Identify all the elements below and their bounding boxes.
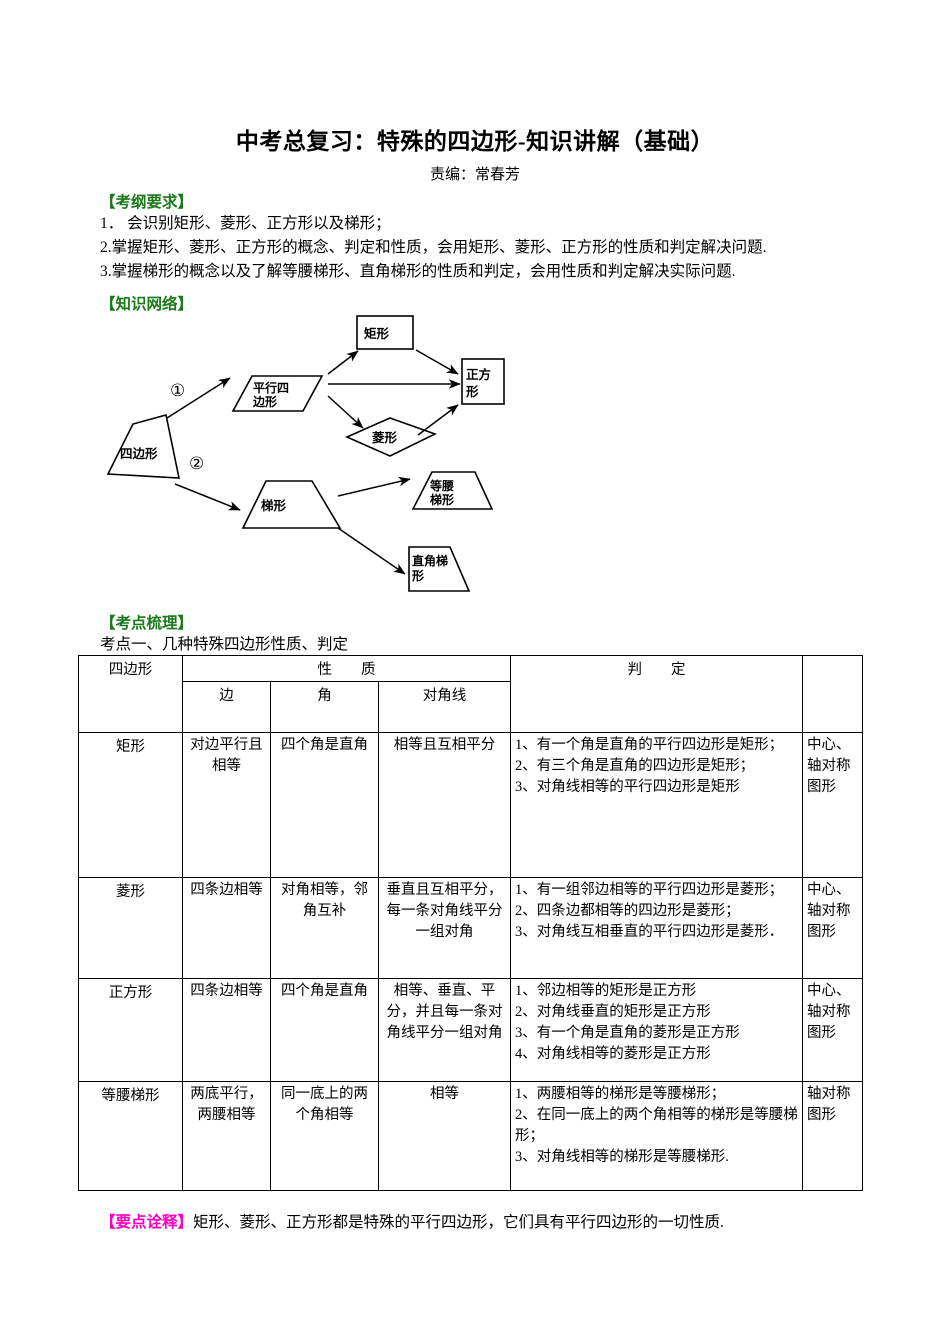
row-angle: 四个角是直角 [270,978,379,1082]
judgement-item: 2、有三个角是直角的四边形是矩形； [515,758,755,774]
node-isosceles-trapezoid-shape [411,471,494,510]
node-isosceles-label-line1: 等腰 [429,478,454,493]
row-judgement: 1、两腰相等的梯形是等腰梯形； 2、在同一底上的两个角相等的梯形是等腰梯形； 3… [510,1081,804,1191]
node-quadrilateral-label: 四边形 [120,446,158,461]
row-shape-name: 等腰梯形 [78,1081,183,1191]
header-shape: 四边形 [78,655,183,733]
page-title: 中考总复习：特殊的四边形-知识讲解（基础） [235,129,715,154]
judgement-item: 3、有一个角是直角的菱形是正方形 [515,1025,740,1041]
branch-marker-one: ① [170,381,185,400]
row-shape-name: 矩形 [78,732,183,878]
header-property: 性 质 [181,655,512,682]
row-angle: 四个角是直角 [270,732,379,878]
row-angle: 对角相等，邻角互补 [270,877,379,979]
arrow-parallelogram-to-rhombus [327,395,364,429]
row-symmetry: 中心、轴对称图形 [802,732,864,878]
arrow-rectangle-to-square [415,349,459,375]
arrow-parallelogram-to-rectangle [327,350,359,375]
key-explanation-note: 【要点诠释】矩形、菱形、正方形都是特殊的平行四边形，它们具有平行四边形的一切性质… [100,1210,724,1232]
subheader-angle: 角 [270,681,379,733]
node-parallelogram-label-line2: 边形 [252,394,277,409]
node-right-trap-label-line1: 直角梯 [412,553,448,568]
judgement-item: 3、对角线相等的平行四边形是矩形 [515,779,740,795]
requirement-item: 3.掌握梯形的概念以及了解等腰梯形、直角梯形的性质和判定，会用性质和判定解决实际… [100,263,736,280]
node-quadrilateral-shape [106,414,180,479]
arrow-quad-to-parallelogram [166,377,231,419]
requirements-list: 1． 会识别矩形、菱形、正方形以及梯形； 2.掌握矩形、菱形、正方形的概念、判定… [100,212,880,284]
table-subheader-row: 边 角 对角线 [79,681,863,733]
row-side: 两底平行，两腰相等 [182,1081,271,1191]
subheader-diagonal: 对角线 [377,681,512,733]
node-square-label-line1: 正方 [466,367,491,382]
judgement-item: 2、在同一底上的两个角相等的梯形是等腰梯形； [515,1107,798,1144]
judgement-item: 2、四条边都相等的四边形是菱形； [515,903,740,919]
table-header-row: 四边形 性 质 判 定 [78,655,864,733]
header-symmetry [802,655,864,733]
note-text: 矩形、菱形、正方形都是特殊的平行四边形，它们具有平行四边形的一切性质. [193,1214,724,1231]
key-point-one-title: 考点一、几种特殊四边形性质、判定 [100,636,349,653]
node-square-shape [461,358,505,405]
arrow-quad-to-trapezoid [174,483,241,511]
judgement-item: 1、两腰相等的梯形是等腰梯形； [515,1086,726,1102]
subheader-side: 边 [182,681,271,733]
knowledge-network-diagram: 四边形 平行四 边形 矩形 正方 形 菱形 梯形 等腰 梯形 直角梯 [100,306,560,606]
judgement-item: 3、对角线相等的梯形是等腰梯形. [515,1149,729,1165]
branch-marker-two: ② [189,454,204,473]
row-shape-name: 菱形 [78,877,183,979]
row-side: 对边平行且相等 [182,732,271,878]
document-subtitle: 责编：常春芳 [429,167,520,183]
row-diagonal: 相等、垂直、平分，并且每一条对角线平分一组对角 [377,978,512,1082]
arrow-rhombus-to-square [417,404,459,436]
row-symmetry: 轴对称图形 [802,1081,864,1191]
judgement-item: 4、对角线相等的菱形是正方形 [515,1046,711,1062]
row-shape-name: 正方形 [78,978,183,1082]
node-square-label-line2: 形 [466,385,479,399]
node-trapezoid-shape [241,480,342,529]
judgement-item: 1、有一组邻边相等的平行四边形是菱形； [515,882,784,898]
table-row: 矩形 对边平行且相等 四个角是直角 相等且互相平分 1、有一个角是直角的平行四边… [78,732,864,878]
arrow-trapezoid-to-right-trapezoid [337,527,406,575]
arrow-trapezoid-to-isosceles [337,476,411,497]
node-parallelogram-shape [231,375,324,412]
row-diagonal: 垂直且互相平分，每一条对角线平分一组对角 [377,877,512,979]
node-rhombus-label: 菱形 [372,430,398,445]
requirement-item: 1． 会识别矩形、菱形、正方形以及梯形； [100,215,391,232]
node-rectangle-shape [356,315,414,350]
row-judgement: 1、有一个角是直角的平行四边形是矩形； 2、有三个角是直角的四边形是矩形； 3、… [510,732,804,878]
row-symmetry: 中心、轴对称图形 [802,877,864,979]
section-heading-key-points: 【考点梳理】 [100,615,194,632]
section-heading-knowledge-network: 【知识网络】 [100,296,194,313]
table-row: 正方形 四条边相等 四个角是直角 相等、垂直、平分，并且每一条对角线平分一组对角… [78,978,864,1082]
row-diagonal: 相等且互相平分 [377,732,512,878]
judgement-item: 3、对角线互相垂直的平行四边形是菱形． [515,924,784,940]
row-diagonal: 相等 [377,1081,512,1191]
note-heading: 【要点诠释】 [100,1214,194,1231]
table-row: 菱形 四条边相等 对角相等，邻角互补 垂直且互相平分，每一条对角线平分一组对角 … [78,877,864,979]
header-judgement: 判 定 [510,655,804,733]
row-angle: 同一底上的两个角相等 [270,1081,379,1191]
node-right-trap-label-line2: 形 [412,569,424,583]
node-isosceles-label-line2: 梯形 [430,492,454,507]
node-right-trapezoid-shape [408,546,471,592]
requirement-item: 2.掌握矩形、菱形、正方形的概念、判定和性质，会用矩形、菱形、正方形的性质和判定… [100,239,767,256]
row-judgement: 1、邻边相等的矩形是正方形 2、对角线垂直的矩形是正方形 3、有一个角是直角的菱… [510,978,804,1082]
table-row: 等腰梯形 两底平行，两腰相等 同一底上的两个角相等 相等 1、两腰相等的梯形是等… [78,1081,864,1191]
judgement-item: 2、对角线垂直的矩形是正方形 [515,1004,711,1020]
node-rhombus-shape [345,417,438,457]
row-judgement: 1、有一组邻边相等的平行四边形是菱形； 2、四条边都相等的四边形是菱形； 3、对… [510,877,804,979]
row-side: 四条边相等 [182,877,271,979]
judgement-item: 1、邻边相等的矩形是正方形 [515,983,697,999]
node-parallelogram-label-line1: 平行四 [253,380,289,395]
section-heading-outline: 【考纲要求】 [100,194,194,211]
node-rectangle-label: 矩形 [364,326,390,341]
node-trapezoid-label: 梯形 [261,498,287,513]
judgement-item: 1、有一个角是直角的平行四边形是矩形； [515,737,784,753]
row-side: 四条边相等 [182,978,271,1082]
diagram-svg: 四边形 平行四 边形 矩形 正方 形 菱形 梯形 等腰 梯形 直角梯 [106,315,505,592]
quadrilateral-properties-table: 四边形 性 质 判 定 边 角 对角线 矩形 对边平行且相等 四个角是直角 相等… [78,655,864,1191]
row-symmetry: 中心、轴对称图形 [802,978,864,1082]
